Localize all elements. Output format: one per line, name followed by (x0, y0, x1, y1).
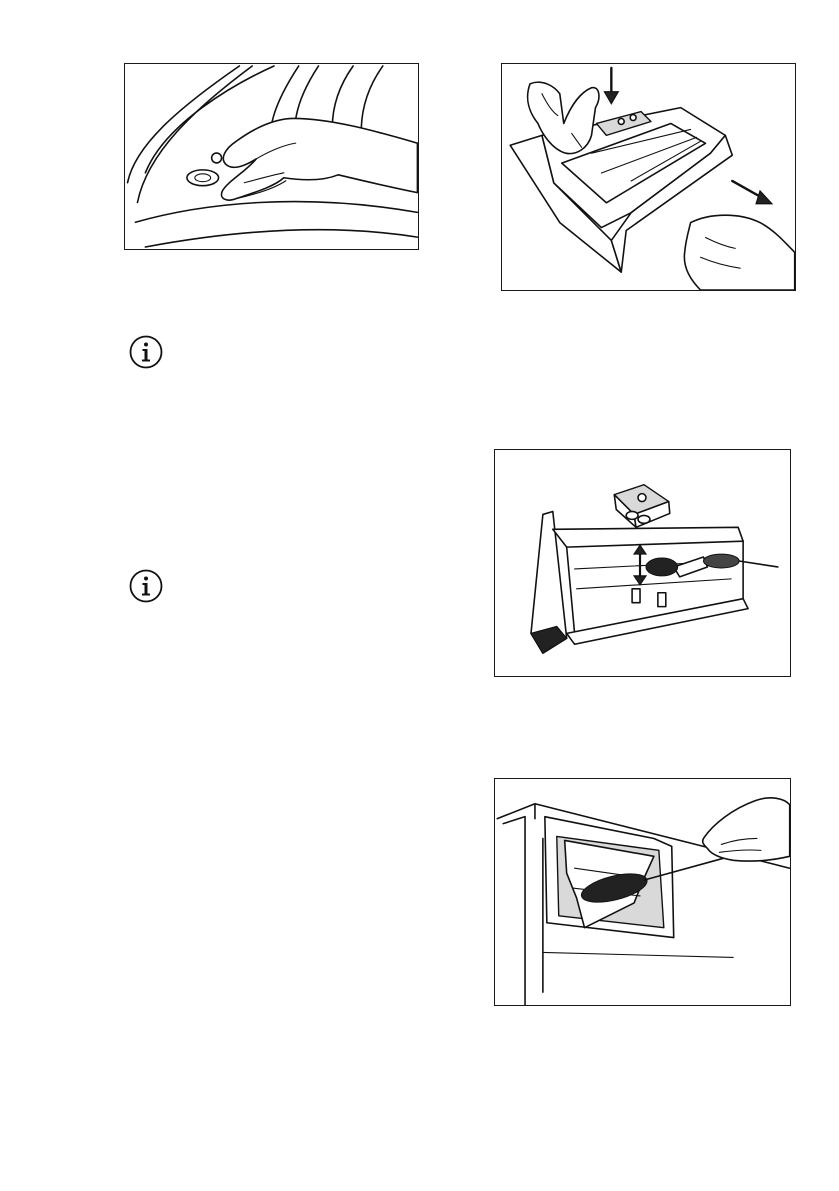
info-icon (129, 335, 163, 369)
drawer-brush-drawing (495, 450, 790, 676)
info-icon (129, 569, 163, 603)
detergent-drawer-removal-illustration (501, 63, 796, 291)
drum-seal-drawing (125, 64, 418, 249)
recess-brush-drawing (495, 779, 790, 1005)
drawer-recess-brush-illustration (494, 778, 791, 1006)
drawer-removal-drawing (502, 64, 795, 290)
drum-seal-cleaning-illustration (124, 63, 419, 250)
drawer-brush-cleaning-illustration (494, 449, 791, 677)
